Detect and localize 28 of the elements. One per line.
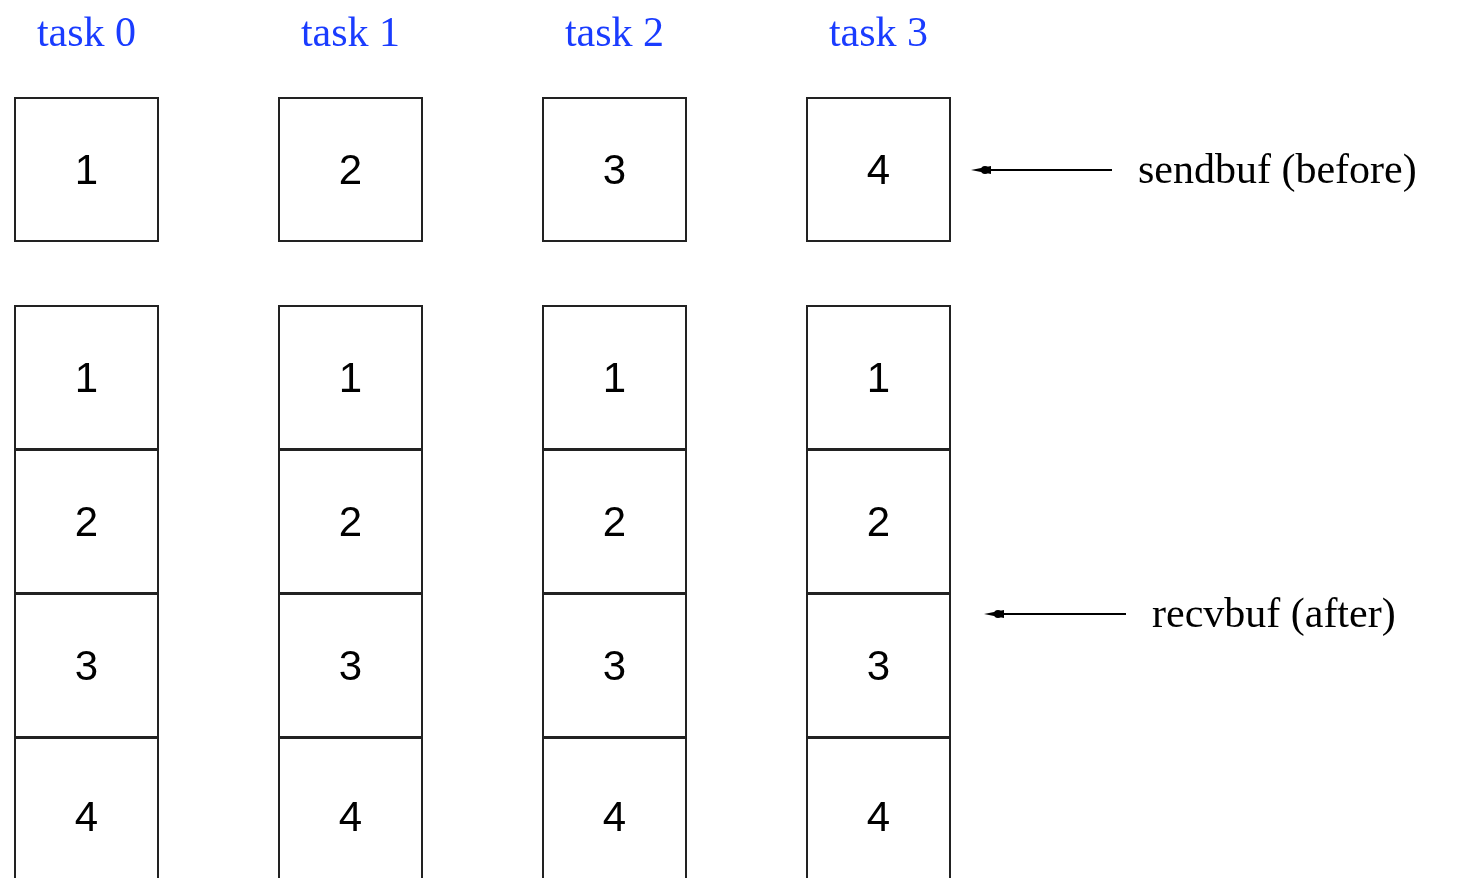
buffer-cell: 4 — [806, 737, 951, 878]
buffer-cell: 1 — [542, 305, 687, 450]
buffer-cell: 2 — [806, 449, 951, 594]
buffer-cell: 1 — [278, 305, 423, 450]
buffer-cell: 2 — [542, 449, 687, 594]
buffer-cell: 1 — [14, 97, 159, 242]
buffer-cell: 4 — [14, 737, 159, 878]
buffer-cell: 1 — [806, 305, 951, 450]
buffer-cell: 3 — [14, 593, 159, 738]
buffer-cell: 3 — [542, 593, 687, 738]
buffer-cell: 3 — [542, 97, 687, 242]
task-heading: task 1 — [299, 8, 402, 56]
buffer-label: recvbuf (after) — [1152, 592, 1396, 634]
buffer-label: sendbuf (before) — [1138, 148, 1417, 190]
buffer-cell: 4 — [278, 737, 423, 878]
buffer-cell: 1 — [14, 305, 159, 450]
buffer-cell: 2 — [14, 449, 159, 594]
task-heading: task 3 — [827, 8, 930, 56]
task-heading: task 0 — [35, 8, 138, 56]
leader-arrow — [971, 166, 1113, 174]
task-heading: task 2 — [563, 8, 666, 56]
buffer-cell: 3 — [806, 593, 951, 738]
buffer-cell: 4 — [542, 737, 687, 878]
buffer-cell: 2 — [278, 449, 423, 594]
buffer-cell: 4 — [806, 97, 951, 242]
buffer-cell: 3 — [278, 593, 423, 738]
buffer-cell: 2 — [278, 97, 423, 242]
leader-arrow — [984, 610, 1127, 618]
